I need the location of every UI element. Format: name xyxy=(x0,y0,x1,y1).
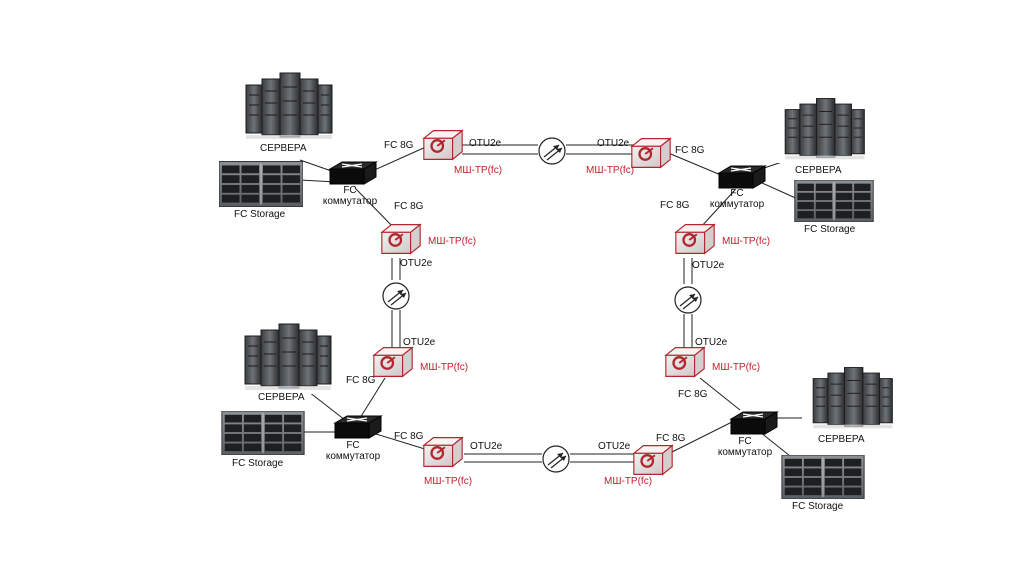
transponder-label: МШ-ТР(fc) xyxy=(424,476,473,487)
fc-link-label: FC 8G xyxy=(660,200,690,211)
switch-label-line2: коммутатор xyxy=(325,451,381,462)
servers-label: СЕРВЕРА xyxy=(260,143,307,154)
fc-link-label: FC 8G xyxy=(394,201,424,212)
optical-amplifier-icon xyxy=(674,286,702,314)
optical-amplifier-icon xyxy=(538,137,566,165)
optical-amplifier-icon xyxy=(382,282,410,310)
switch-label-line2: коммутатор xyxy=(717,447,773,458)
switch-label-line1: FC xyxy=(343,185,357,196)
otu-link-label: OTU2e xyxy=(470,441,503,452)
transponder-icon xyxy=(422,129,464,161)
servers-label: СЕРВЕРА xyxy=(795,165,842,176)
optical-amplifier-icon xyxy=(542,445,570,473)
transponder-label: МШ-ТР(fc) xyxy=(586,165,635,176)
storage-label: FC Storage xyxy=(234,209,286,220)
transponder-label: МШ-ТР(fc) xyxy=(428,236,477,247)
storage-array-icon xyxy=(221,411,305,455)
server-rack-icon xyxy=(803,362,897,432)
switch-label: FC коммутатор xyxy=(318,185,382,207)
server-rack-icon xyxy=(236,67,336,143)
transponder-icon xyxy=(630,137,672,169)
fc-switch-icon xyxy=(329,161,377,185)
fc-link-label: FC 8G xyxy=(656,433,686,444)
fc-link-label: FC 8G xyxy=(675,145,705,156)
otu-link-label: OTU2e xyxy=(400,258,433,269)
transponder-icon xyxy=(674,223,716,255)
transponder-label: МШ-ТР(fc) xyxy=(712,362,761,373)
storage-label: FC Storage xyxy=(232,458,284,469)
servers-label: СЕРВЕРА xyxy=(258,392,305,403)
fc-link-label: FC 8G xyxy=(394,431,424,442)
server-rack-icon xyxy=(235,318,335,394)
storage-array-icon xyxy=(781,455,865,499)
storage-array-icon xyxy=(794,180,874,222)
transponder-label: МШ-ТР(fc) xyxy=(420,362,469,373)
servers-label: СЕРВЕРА xyxy=(818,434,865,445)
switch-label-line1: FC xyxy=(738,436,752,447)
fc-link-label: FC 8G xyxy=(678,389,708,400)
fc-link-label: FC 8G xyxy=(346,375,376,386)
otu-link-label: OTU2e xyxy=(597,138,630,149)
server-rack-icon xyxy=(775,93,869,163)
transponder-icon xyxy=(422,436,464,468)
otu-link-label: OTU2e xyxy=(692,260,725,271)
storage-label: FC Storage xyxy=(792,501,844,512)
transponder-label: МШ-ТР(fc) xyxy=(454,165,503,176)
transponder-icon xyxy=(372,346,414,378)
otu-link-label: OTU2e xyxy=(403,337,436,348)
switch-label-line2: коммутатор xyxy=(322,196,378,207)
otu-link-label: OTU2e xyxy=(598,441,631,452)
transponder-icon xyxy=(632,444,674,476)
switch-label-line2: коммутатор xyxy=(709,199,765,210)
switch-label: FC коммутатор xyxy=(320,440,386,462)
links xyxy=(299,144,802,463)
fc-switch-icon xyxy=(334,415,382,439)
fc-switch-icon xyxy=(718,165,766,189)
switch-label-line1: FC xyxy=(346,440,360,451)
transponder-icon xyxy=(380,223,422,255)
transponder-icon xyxy=(664,346,706,378)
otu-link-label: OTU2e xyxy=(695,337,728,348)
fc-switch-icon xyxy=(730,411,778,435)
fc-link-label: FC 8G xyxy=(384,140,414,151)
otu-link-label: OTU2e xyxy=(469,138,502,149)
storage-label: FC Storage xyxy=(804,224,856,235)
switch-label-line1: FC xyxy=(730,188,744,199)
switch-label: FC коммутатор xyxy=(712,436,778,458)
transponder-label: МШ-ТР(fc) xyxy=(722,236,771,247)
storage-array-icon xyxy=(219,161,303,207)
transponder-label: МШ-ТР(fc) xyxy=(604,476,653,487)
switch-label: FC коммутатор xyxy=(704,188,770,210)
